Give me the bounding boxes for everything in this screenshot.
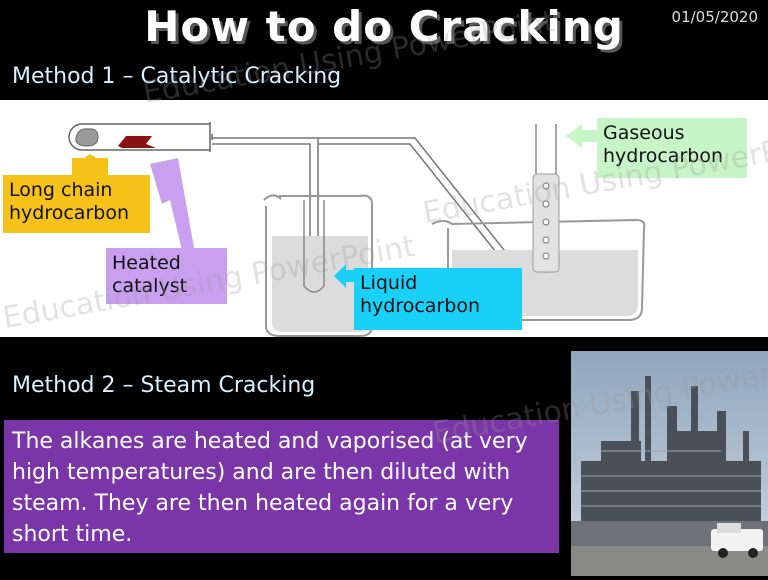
cracking-apparatus-svg — [68, 122, 646, 337]
label-liquid-hydrocarbon: Liquid hydrocarbon — [354, 268, 522, 330]
method-2-heading: Method 2 – Steam Cracking — [12, 373, 316, 398]
truck — [711, 523, 763, 558]
slide-date: 01/05/2020 — [671, 8, 758, 26]
beaker-1 — [263, 194, 373, 337]
label-long-chain-hydrocarbon: Long chain hydrocarbon — [3, 175, 150, 233]
collection-tube — [532, 124, 560, 273]
catalyst — [118, 136, 156, 148]
steam-cracking-description: The alkanes are heated and vaporised (at… — [4, 420, 559, 553]
mineral-wool — [75, 128, 99, 147]
refinery-image — [571, 351, 768, 576]
refinery-photo — [571, 351, 768, 576]
slide-title: How to do Cracking — [144, 2, 624, 51]
boiling-tube — [68, 122, 213, 152]
arrow-liquid — [334, 264, 356, 288]
arrow-gaseous — [566, 124, 598, 148]
arrow-heated-catalyst — [150, 158, 194, 250]
label-heated-catalyst: Heated catalyst — [106, 248, 227, 304]
method-1-heading: Method 1 – Catalytic Cracking — [12, 64, 342, 89]
label-gaseous-hydrocarbon: Gaseous hydrocarbon — [597, 118, 747, 178]
arrow-long-chain — [72, 154, 108, 176]
